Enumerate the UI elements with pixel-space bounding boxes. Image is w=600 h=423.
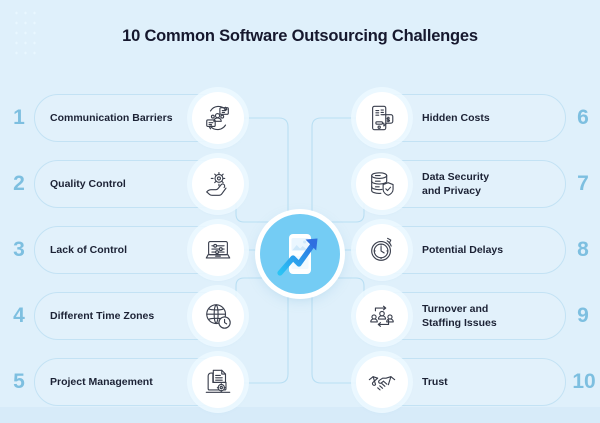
growth-chart-hub <box>260 214 340 294</box>
list-item[interactable]: 6 Hidden Costs <box>356 92 589 144</box>
list-item[interactable]: 3 Lack of Control <box>13 224 244 276</box>
item-number: 10 <box>572 370 596 393</box>
item-label: Project Management <box>50 375 153 388</box>
item-number: 1 <box>13 106 25 129</box>
globe-clock-icon <box>192 290 244 342</box>
item-label: Hidden Costs <box>422 111 490 124</box>
database-shield-icon <box>356 158 408 210</box>
item-number: 5 <box>13 370 25 393</box>
bottom-band-decoration <box>0 407 600 423</box>
item-number: 8 <box>577 238 589 261</box>
item-number: 4 <box>13 304 25 327</box>
laptop-settings-icon <box>192 224 244 276</box>
handshake-icon <box>356 356 408 408</box>
item-number: 2 <box>13 172 25 195</box>
stopwatch-clock-icon <box>356 224 408 276</box>
invoice-dollar-icon <box>356 92 408 144</box>
list-item[interactable]: 8 Potential Delays <box>356 224 589 276</box>
page-title: 10 Common Software Outsourcing Challenge… <box>122 27 478 45</box>
list-item[interactable]: 1 Communication Barriers <box>13 92 244 144</box>
item-label: Trust <box>422 375 448 388</box>
staff-turnover-icon <box>356 290 408 342</box>
item-label: Quality Control <box>50 177 126 190</box>
item-number: 3 <box>13 238 25 261</box>
item-number: 7 <box>577 172 589 195</box>
item-label: Different Time Zones <box>50 309 155 322</box>
list-item[interactable]: 10 Trust <box>356 356 596 408</box>
list-item[interactable]: 2 Quality Control <box>13 158 244 210</box>
list-item[interactable]: 5 Project Management <box>13 356 244 408</box>
item-label: Potential Delays <box>422 243 504 256</box>
item-number: 9 <box>577 304 589 327</box>
list-item[interactable]: 4 Different Time Zones <box>13 290 244 342</box>
folder-gear-documents-icon <box>192 356 244 408</box>
item-label: Communication Barriers <box>50 111 173 124</box>
hand-gear-quality-icon <box>192 158 244 210</box>
item-number: 6 <box>577 106 589 129</box>
video-conference-icon <box>192 92 244 144</box>
item-label: Lack of Control <box>50 243 128 256</box>
